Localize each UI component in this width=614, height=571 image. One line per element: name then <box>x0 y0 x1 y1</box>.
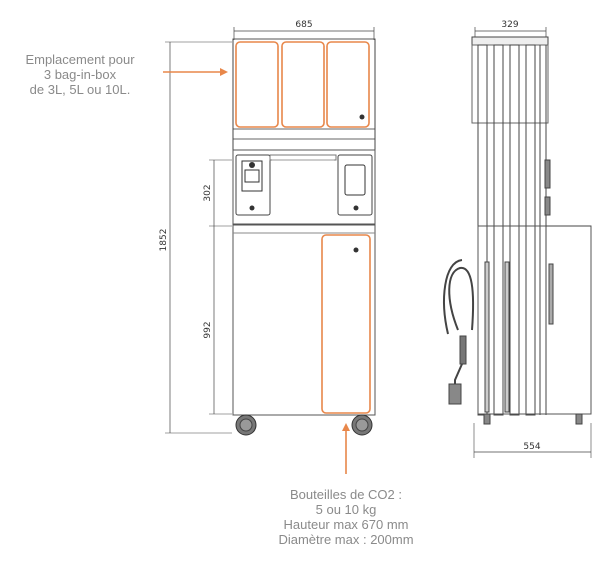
bag-slot-knobs <box>359 114 365 120</box>
co2-line-1: Bouteilles de CO2 : <box>289 487 402 502</box>
dim-total-height: 1852 <box>159 229 169 252</box>
bag-in-box-line-1: Emplacement pour <box>25 52 135 67</box>
co2-bottles-callout: Bouteilles de CO2 : 5 ou 10 kg Hauteur m… <box>246 487 446 547</box>
dim-depth-top: 329 <box>501 20 518 30</box>
callout-arrows <box>163 68 350 474</box>
co2-line-4: Diamètre max : 200mm <box>278 532 414 547</box>
co2-line-2: 5 ou 10 kg <box>315 502 377 517</box>
dim-cabinet-height: 992 <box>203 321 213 338</box>
side-view <box>443 27 592 458</box>
highlight-zones <box>235 41 371 414</box>
bag-in-box-line-2: 3 bag-in-box <box>43 67 117 82</box>
co2-bottle-zone <box>321 234 371 414</box>
bag-slot-1 <box>235 41 279 128</box>
bag-in-box-callout: Emplacement pour 3 bag-in-box de 3L, 5L … <box>0 52 160 97</box>
dim-display-height: 302 <box>203 184 213 201</box>
bag-slot-3 <box>326 41 370 128</box>
dim-depth-base: 554 <box>523 442 540 452</box>
bag-slot-2 <box>281 41 325 128</box>
bag-in-box-line-3: de 3L, 5L ou 10L. <box>29 82 131 97</box>
dim-width: 685 <box>295 20 312 30</box>
front-view <box>165 27 376 436</box>
co2-line-3: Hauteur max 670 mm <box>283 517 409 532</box>
